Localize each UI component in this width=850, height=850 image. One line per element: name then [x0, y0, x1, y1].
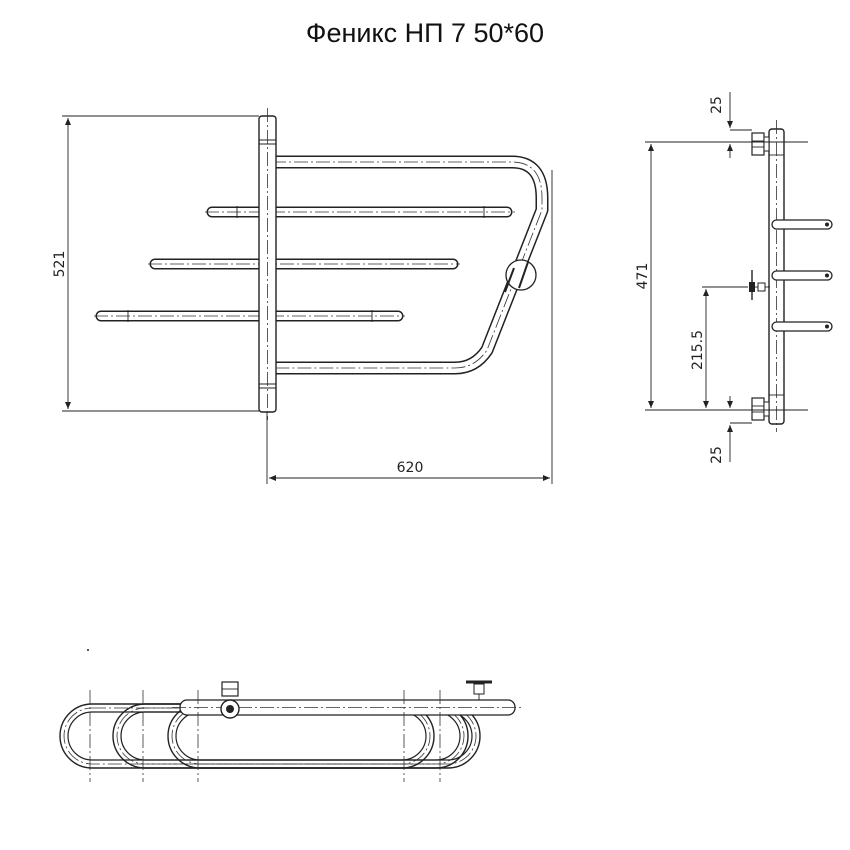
- dim-521-label: 521: [52, 251, 68, 278]
- dim-471-label: 471: [635, 263, 651, 290]
- top-view: [59, 649, 522, 782]
- bar-top: [205, 206, 515, 218]
- bottom-fitting: [751, 397, 770, 421]
- dim-215-label: 215.5: [690, 330, 706, 370]
- dimension-side-connection: 215.5: [690, 289, 709, 408]
- side-view: 25 471 215.5 25: [635, 92, 833, 464]
- dim-25-top-label: 25: [709, 96, 725, 114]
- side-bar-1: [771, 219, 833, 230]
- dimension-side-height: 471: [635, 144, 654, 408]
- top-wall-bracket: [466, 680, 492, 700]
- dimension-front-width: 620: [266, 170, 553, 484]
- top-fitting: [751, 132, 770, 156]
- dimension-side-bottom: 25: [709, 396, 733, 464]
- drawing-title: Феникс НП 7 50*60: [305, 18, 545, 48]
- front-view: 521 620: [52, 108, 553, 484]
- bar-bottom: [94, 310, 405, 322]
- dim-620-label: 620: [397, 460, 424, 476]
- valve-fitting: [220, 681, 240, 719]
- top-collector: [172, 699, 522, 716]
- dim-25-bottom-label: 25: [709, 446, 725, 464]
- front-pipes: [94, 108, 549, 420]
- side-bar-3: [771, 321, 833, 332]
- wall-bracket: [504, 259, 537, 293]
- dimension-side-top: 25: [709, 92, 733, 158]
- side-wall-bracket: [749, 270, 770, 300]
- vertical-collector: [258, 108, 277, 420]
- dimension-front-height: 521: [52, 115, 259, 412]
- side-bar-2: [771, 270, 833, 281]
